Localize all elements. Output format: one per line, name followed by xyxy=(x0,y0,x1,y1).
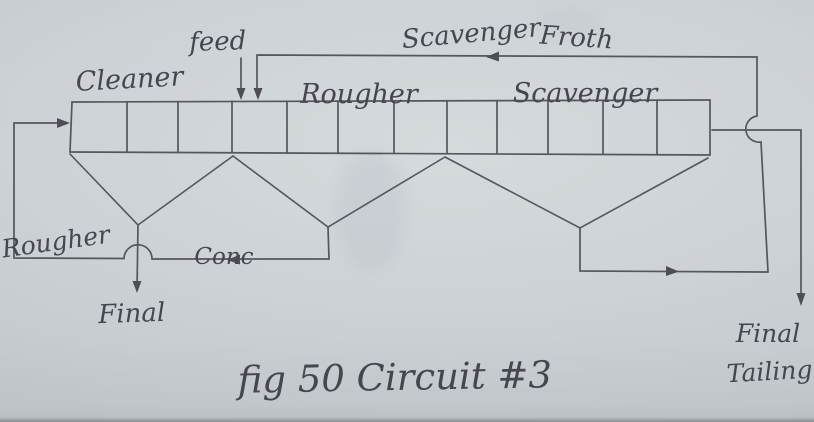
conc-direction-arrowhead-icon xyxy=(227,254,240,265)
figure-caption: fig 50 Circuit #3 xyxy=(234,353,552,402)
cleaner-section-label: Cleaner xyxy=(75,61,186,98)
scavenger-conc-line xyxy=(579,227,769,273)
flotation-cell-bank xyxy=(69,99,711,156)
froth-direction-arrowhead-icon xyxy=(486,51,499,62)
final-tailing-label-line1: Final xyxy=(735,319,800,348)
arrowheads xyxy=(57,51,806,306)
rougher-conc-label-word2: Conc xyxy=(194,244,253,270)
scavenger-funnel xyxy=(444,156,709,229)
rougher-conc-label-word1: Rougher xyxy=(0,219,114,263)
rougher-funnel xyxy=(232,155,446,228)
scavenger-section-label: Scavenger xyxy=(513,78,660,109)
scavenger-froth-label-word1: Scavenger xyxy=(401,13,544,55)
final-tailing-line xyxy=(711,129,802,302)
cleaner-inlet-arrowhead-icon xyxy=(57,118,70,128)
handwritten-labels: Cleaner feed Rougher Scavenger Scavenger… xyxy=(0,13,813,402)
cleaner-funnel xyxy=(69,153,234,227)
bank-left-edge xyxy=(69,101,73,153)
final-tailing-arrowhead-icon xyxy=(796,293,806,306)
scavenger-froth-line xyxy=(256,54,758,96)
cell-dividers xyxy=(126,99,658,156)
final-conc-label: Final xyxy=(97,298,166,330)
scavenger-conc-arrowhead-icon xyxy=(666,266,679,276)
scavenger-froth-label-word2: Froth xyxy=(538,20,614,55)
froth-return-arrowhead-icon xyxy=(253,88,263,100)
feed-arrowhead-icon xyxy=(236,88,246,100)
rougher-conc-recycle-line xyxy=(13,122,330,260)
final-conc-arrowhead-icon xyxy=(132,281,142,293)
froth-riser-line xyxy=(745,56,769,273)
final-tailing-label-line2: Tailing xyxy=(726,355,813,388)
final-conc-line xyxy=(136,224,139,291)
bank-bottom-edge xyxy=(69,151,711,156)
collection-funnels xyxy=(69,153,709,229)
feed-label: feed xyxy=(187,26,247,58)
rougher-section-label: Rougher xyxy=(299,79,420,110)
